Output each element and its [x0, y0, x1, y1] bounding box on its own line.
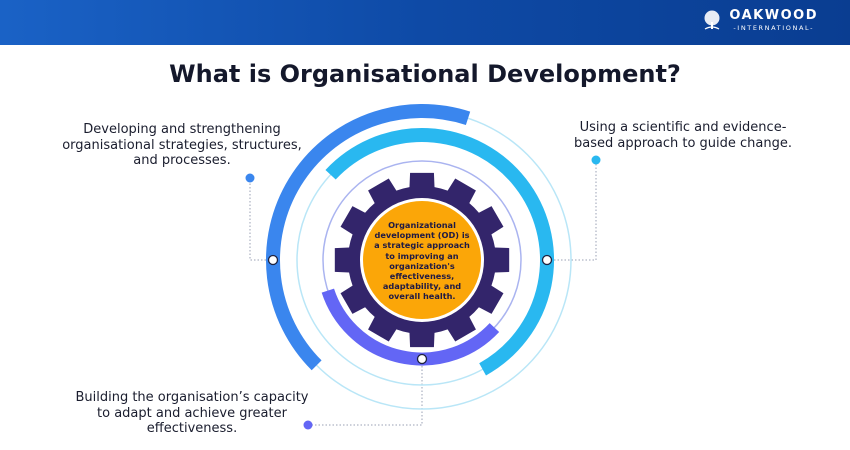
dot-capacity [303, 420, 313, 430]
od-definition: Organizational development (OD) is a str… [374, 220, 470, 302]
dot-strategies [245, 173, 255, 183]
point-scientific: Using a scientific and evidence-based ap… [574, 120, 792, 151]
dot-scientific [591, 155, 601, 165]
header-bar: OAKWOOD -INTERNATIONAL- [0, 0, 850, 45]
node-strategies [267, 254, 279, 266]
arc-strategies [266, 104, 471, 371]
logo-subtitle: -INTERNATIONAL- [733, 24, 815, 32]
node-capacity [416, 353, 428, 365]
tree-icon [704, 10, 720, 30]
connector-strategies [249, 178, 273, 261]
point-strategies: Developing and strengthening organisatio… [62, 122, 302, 168]
connector-capacity [308, 359, 423, 426]
arc-capacity [321, 288, 500, 366]
logo-name: OAKWOOD [729, 8, 818, 23]
page-title: What is Organisational Development? [169, 60, 681, 88]
point-capacity: Building the organisation’s capacity to … [75, 390, 309, 436]
arc-scientific [325, 128, 554, 376]
oakwood-logo[interactable]: OAKWOOD -INTERNATIONAL- [701, 9, 818, 32]
core-circle [363, 201, 481, 319]
connector-scientific [547, 160, 597, 261]
node-scientific [541, 254, 553, 266]
